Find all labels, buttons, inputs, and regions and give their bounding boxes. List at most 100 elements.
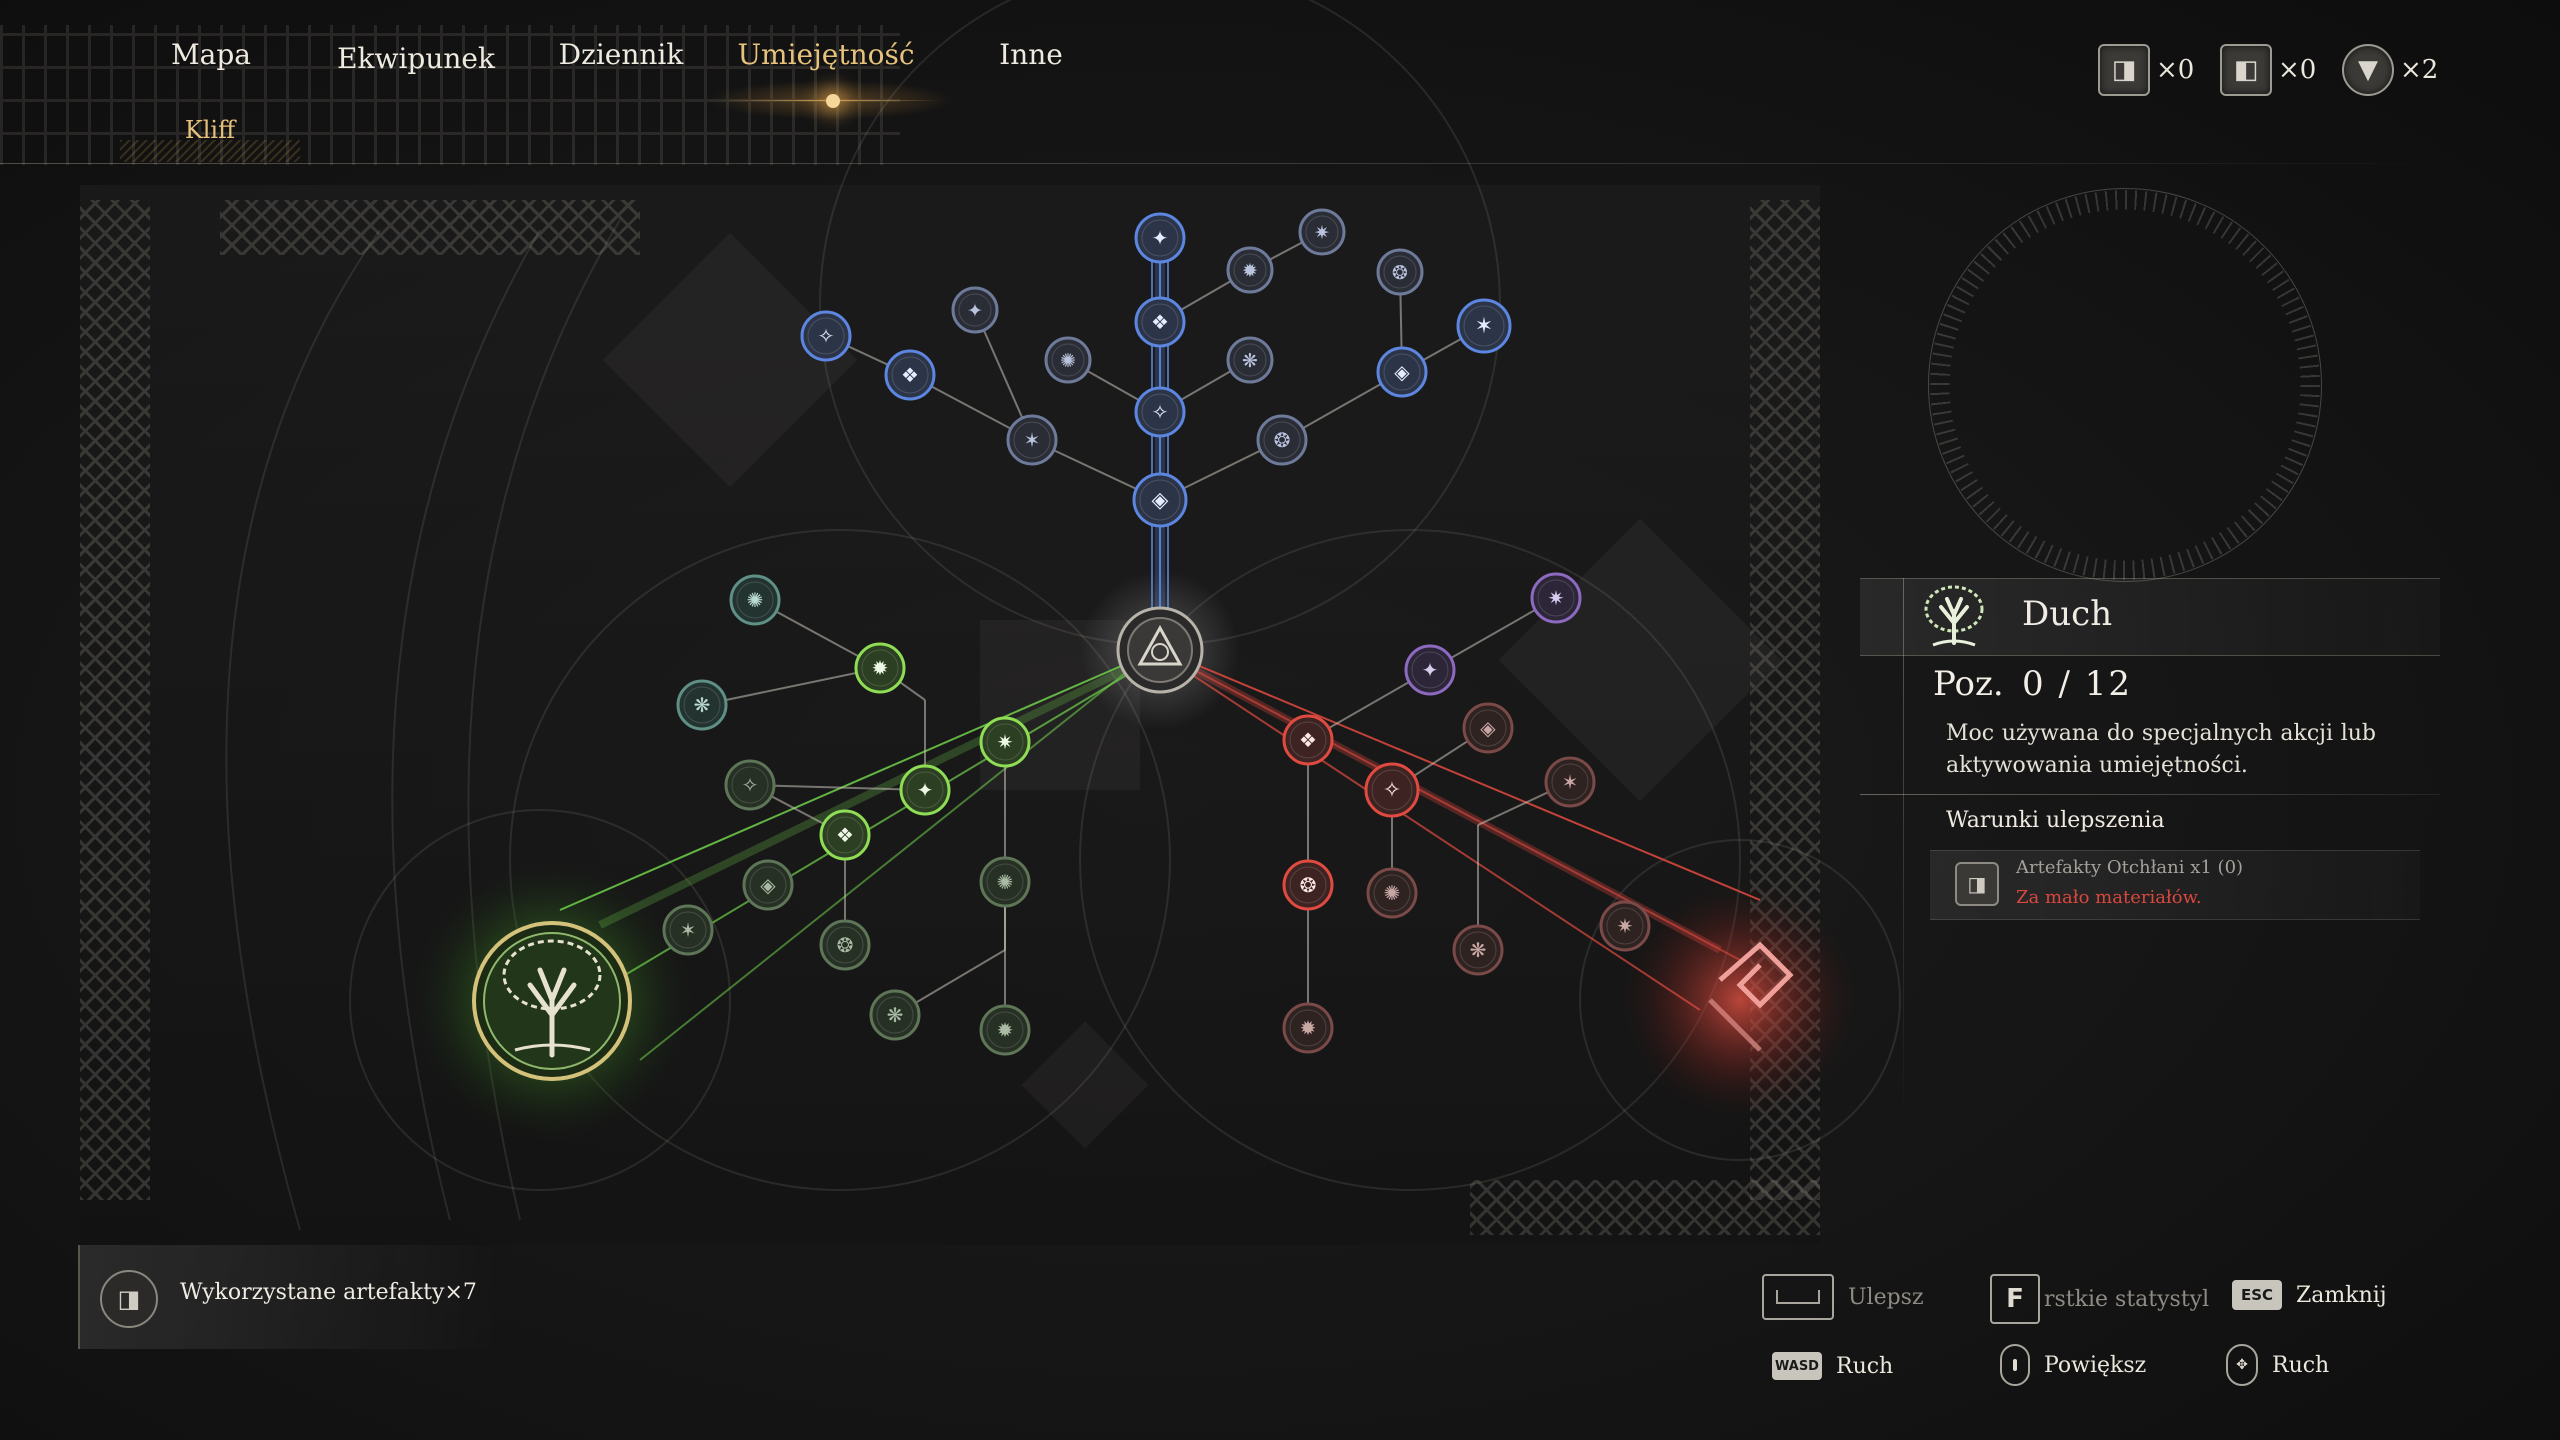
- subtab-kliff[interactable]: Kliff: [184, 116, 236, 144]
- currency-emblems: ▼ ×2: [2342, 42, 2438, 98]
- green-node-10[interactable]: ❂: [819, 919, 871, 971]
- skill-glyph-icon: ❖: [901, 363, 919, 387]
- center-hub[interactable]: [1116, 606, 1204, 694]
- red-node-8[interactable]: ✺: [1366, 867, 1418, 919]
- hint-zoom-label: Powiększ: [2044, 1352, 2147, 1378]
- blue-node-left-4[interactable]: ❖: [884, 349, 936, 401]
- skill-nodes[interactable]: ✦ ❖ ✧ ◈ ✶ ❂ ✺ ❋ ✹ ✷ ✦ ❖ ✧ ◈ ✶ ❂ ✺ ❋ ✹ ✷ ✦ ❖ ✧ ◈ ✶ ❂ ✺ ❋ ✹ ✷ ✦ ❖ ✧ ◈ ✶ ❂ ✺ ❋ ✹ ✷: [662, 208, 1651, 1056]
- skill-glyph-icon: ✷: [997, 730, 1014, 754]
- blue-node-root[interactable]: ◈: [1132, 472, 1188, 528]
- blue-node-right-3[interactable]: ✹: [1226, 246, 1274, 294]
- hint-move-mouse[interactable]: ✥ Ruch: [2226, 1344, 2329, 1386]
- red-node-11[interactable]: ✷: [1599, 900, 1651, 952]
- green-node-12[interactable]: ❋: [869, 989, 921, 1041]
- blue-node-top[interactable]: ✦: [1134, 212, 1186, 264]
- hint-zoom[interactable]: Powiększ: [2000, 1344, 2146, 1386]
- tab-umiejetnosc[interactable]: Umiejętność: [737, 38, 915, 71]
- tree-of-life-icon[interactable]: [472, 921, 632, 1081]
- blue-node-right-2[interactable]: ❋: [1226, 336, 1274, 384]
- blue-node-left-1[interactable]: ✶: [1006, 414, 1058, 466]
- skill-glyph-icon: ❖: [1299, 728, 1317, 752]
- skill-glyph-icon: ❖: [1151, 310, 1169, 334]
- hint-close[interactable]: ESC Zamknij: [2232, 1280, 2387, 1310]
- green-node-7[interactable]: ✧: [724, 759, 776, 811]
- green-node-9[interactable]: ✶: [662, 904, 714, 956]
- skill-glyph-icon: ◈: [1480, 716, 1496, 740]
- red-branch-glow: [1620, 880, 1860, 1120]
- blue-node-left-5[interactable]: ✧: [800, 310, 852, 362]
- green-node-5[interactable]: ✦: [899, 764, 951, 816]
- blue-node-2[interactable]: ❖: [1134, 296, 1186, 348]
- requirement-warning: Za mało materiałów.: [2016, 887, 2202, 908]
- skill-glyph-icon: ✧: [1152, 400, 1169, 424]
- hint-upgrade[interactable]: Ulepsz: [1762, 1274, 1924, 1320]
- blue-node-left-3[interactable]: ✦: [951, 286, 999, 334]
- red-node-4[interactable]: ✧: [1364, 762, 1420, 818]
- skill-glyph-icon: ◈: [1394, 360, 1410, 384]
- red-node-2[interactable]: ✦: [1404, 644, 1456, 696]
- skill-glyph-icon: ✷: [1314, 222, 1330, 244]
- green-node-6[interactable]: ❖: [819, 809, 871, 861]
- blue-node-right-7[interactable]: ❂: [1376, 248, 1424, 296]
- active-tab-indicator: [826, 94, 840, 108]
- nav-decorative-pattern: [0, 25, 900, 165]
- green-node-3[interactable]: ✹: [854, 642, 906, 694]
- tab-inne[interactable]: Inne: [999, 38, 1063, 71]
- hint-stats-label: rstkie statystyl: [2044, 1286, 2210, 1312]
- red-rune-emblem: [1708, 941, 1794, 1052]
- red-node-6[interactable]: ✶: [1544, 756, 1596, 808]
- skill-glyph-icon: ✦: [967, 300, 983, 322]
- skill-glyph-icon: ◈: [1152, 488, 1169, 513]
- red-node-3[interactable]: ❖: [1282, 714, 1334, 766]
- skill-title: Duch: [2022, 594, 2113, 634]
- red-node-1[interactable]: ✷: [1530, 572, 1582, 624]
- green-node-2[interactable]: ❋: [676, 679, 728, 731]
- green-node-4[interactable]: ✷: [979, 716, 1031, 768]
- skill-glyph-icon: ✺: [1384, 881, 1401, 905]
- hint-move-keys-label: Ruch: [1836, 1353, 1894, 1379]
- arc-left-2: [391, 229, 541, 1221]
- blue-node-3[interactable]: ✧: [1134, 386, 1186, 438]
- skill-glyph-icon: ✷: [1617, 914, 1634, 938]
- currency-cube-artifacts: ◧ ×0: [2220, 42, 2316, 98]
- red-node-10[interactable]: ✹: [1282, 1002, 1334, 1054]
- top-navigation: Mapa Ekwipunek Dziennik Umiejętność Inne…: [0, 0, 2560, 165]
- mouse-wheel-icon: [2000, 1344, 2030, 1386]
- red-node-7[interactable]: ❂: [1282, 859, 1334, 911]
- blue-node-right-1[interactable]: ❂: [1256, 414, 1308, 466]
- frame-ornament-top-left: [220, 200, 640, 255]
- skill-glyph-icon: ✦: [1422, 658, 1439, 682]
- hint-move-keys[interactable]: WASD Ruch: [1772, 1352, 1893, 1380]
- skill-glyph-icon: ✶: [1475, 314, 1493, 339]
- tab-ekwipunek[interactable]: Ekwipunek: [337, 42, 495, 75]
- requirements-title: Warunki ulepszenia: [1946, 808, 2165, 833]
- spirit-tree-icon: [1918, 580, 1990, 652]
- blue-node-right-6[interactable]: ✶: [1456, 298, 1512, 354]
- green-node-11[interactable]: ✺: [979, 856, 1031, 908]
- detail-vertical-line: [1903, 578, 1904, 1118]
- tab-mapa[interactable]: Mapa: [171, 38, 251, 71]
- green-node-1[interactable]: ✺: [729, 574, 781, 626]
- skill-glyph-icon: ✹: [1300, 1016, 1317, 1040]
- blue-node-left-2[interactable]: ✺: [1044, 336, 1092, 384]
- skill-glyph-icon: ❋: [1470, 938, 1487, 962]
- green-node-8[interactable]: ◈: [742, 859, 794, 911]
- blue-node-right-4[interactable]: ✷: [1298, 208, 1346, 256]
- cube-artifact-icon: ◧: [2220, 44, 2272, 96]
- skill-level: 0 / 12: [2022, 664, 2132, 704]
- orbit-circle-green: [349, 809, 731, 1191]
- tab-dziennik[interactable]: Dziennik: [558, 38, 684, 71]
- hint-move-mouse-label: Ruch: [2272, 1352, 2330, 1378]
- skill-tree-panel: [80, 185, 1820, 1245]
- compass-ring: [1928, 188, 2322, 582]
- nav-divider: [0, 163, 2460, 164]
- hint-stats[interactable]: F rstkie statystyl: [1990, 1274, 2209, 1324]
- skill-glyph-icon: ❋: [1242, 350, 1258, 372]
- compass-dial: [1930, 190, 2320, 580]
- red-node-5[interactable]: ◈: [1462, 702, 1514, 754]
- red-node-9[interactable]: ❋: [1452, 924, 1504, 976]
- green-node-13[interactable]: ✹: [979, 1004, 1031, 1056]
- arc-left-3: [225, 229, 381, 1231]
- blue-node-right-5[interactable]: ◈: [1376, 346, 1428, 398]
